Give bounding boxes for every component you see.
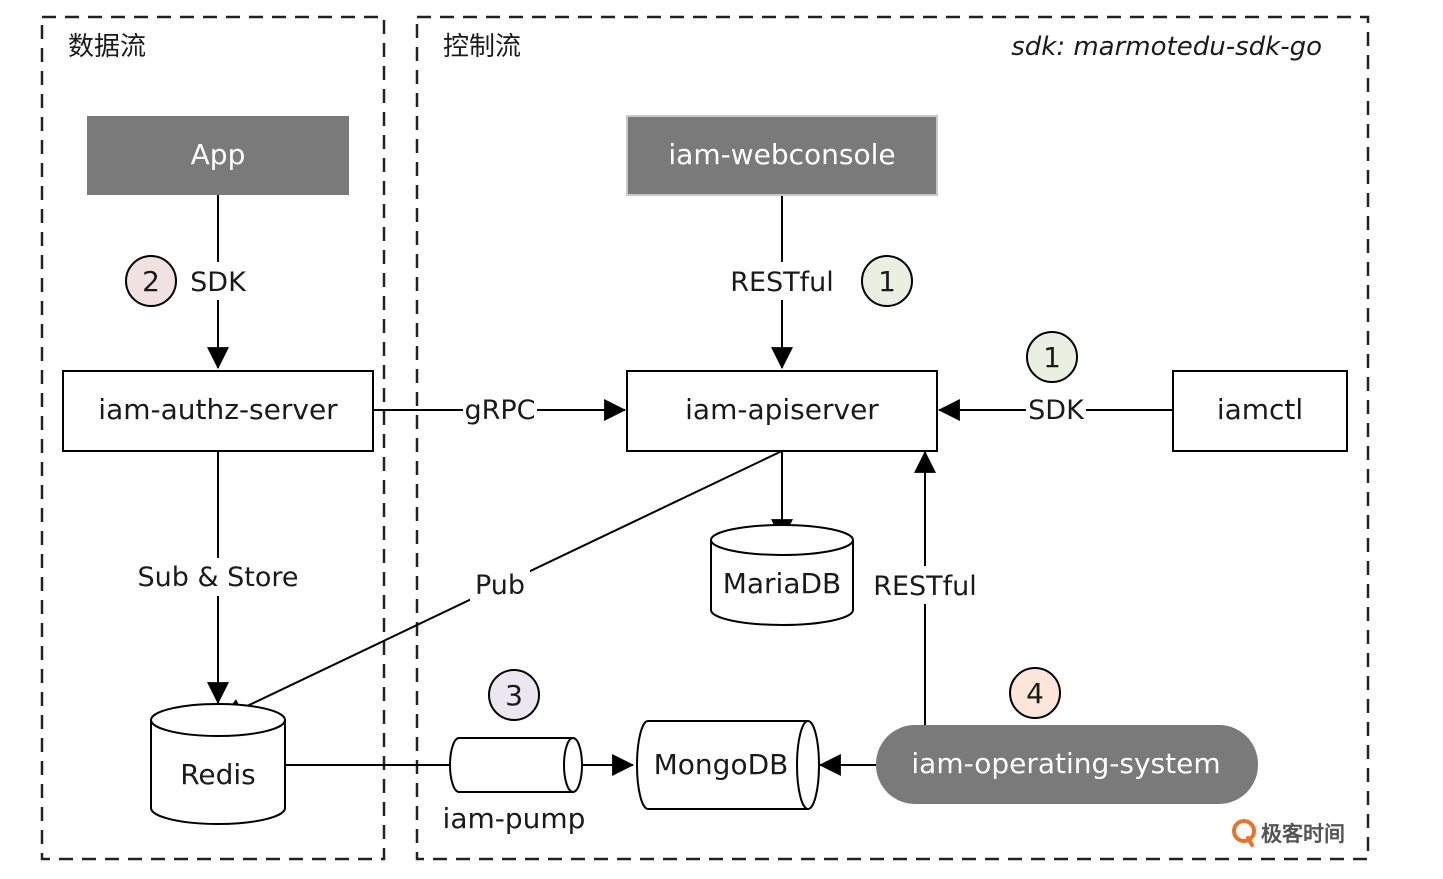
operating-system-label: iam-operating-system <box>911 747 1220 780</box>
step-badge-2-label: 2 <box>142 265 160 298</box>
apiserver-label: iam-apiserver <box>685 393 879 426</box>
edge-label-os-restful: RESTful <box>873 571 977 602</box>
brand-logo-icon <box>1232 819 1256 847</box>
step-badge-4-label: 4 <box>1026 677 1044 710</box>
step-badge-2 <box>125 255 177 307</box>
step-badge-1-webconsole-label: 1 <box>878 265 896 298</box>
step-badge-1-webconsole <box>861 255 913 307</box>
brand-name: 极客时间 <box>1261 822 1345 846</box>
redis-node[interactable] <box>150 703 286 825</box>
control-flow-zone <box>415 15 1370 861</box>
authz-server-label: iam-authz-server <box>98 393 338 426</box>
iamctl-node[interactable] <box>1172 370 1348 452</box>
data-flow-title: 数据流 <box>68 32 146 62</box>
edge-label-app-sdk: SDK <box>190 267 247 298</box>
webconsole-node[interactable] <box>626 115 938 196</box>
operating-system-node[interactable] <box>876 725 1258 804</box>
mariadb-node[interactable] <box>710 524 854 626</box>
pump-label: iam-pump <box>443 802 586 835</box>
edge-label-grpc: gRPC <box>464 395 535 426</box>
mongodb-node[interactable] <box>636 720 820 810</box>
authz-server-node[interactable] <box>62 370 374 452</box>
control-flow-title: 控制流 <box>443 32 521 62</box>
sdk-note: sdk: marmotedu-sdk-go <box>1011 32 1322 62</box>
edge-label-webconsole-restful: RESTful <box>730 267 834 298</box>
mariadb-label: MariaDB <box>723 567 842 600</box>
app-node[interactable] <box>87 116 349 195</box>
mongodb-label: MongoDB <box>654 748 789 781</box>
redis-label: Redis <box>180 758 256 791</box>
step-badge-3 <box>488 669 540 721</box>
webconsole-node-label: iam-webconsole <box>668 138 895 171</box>
app-node-label: App <box>191 138 246 171</box>
step-badge-1-iamctl-label: 1 <box>1043 341 1061 374</box>
pump-node[interactable] <box>449 737 583 793</box>
iamctl-label: iamctl <box>1217 393 1303 426</box>
step-badge-1-iamctl <box>1026 331 1078 383</box>
edge-label-sub-store: Sub & Store <box>138 562 299 593</box>
edge-label-pub: Pub <box>475 570 525 601</box>
apiserver-node[interactable] <box>626 370 938 452</box>
edge-label-iamctl-sdk: SDK <box>1028 395 1085 426</box>
data-flow-zone <box>40 15 386 861</box>
step-badge-3-label: 3 <box>505 679 523 712</box>
step-badge-4 <box>1009 667 1061 719</box>
